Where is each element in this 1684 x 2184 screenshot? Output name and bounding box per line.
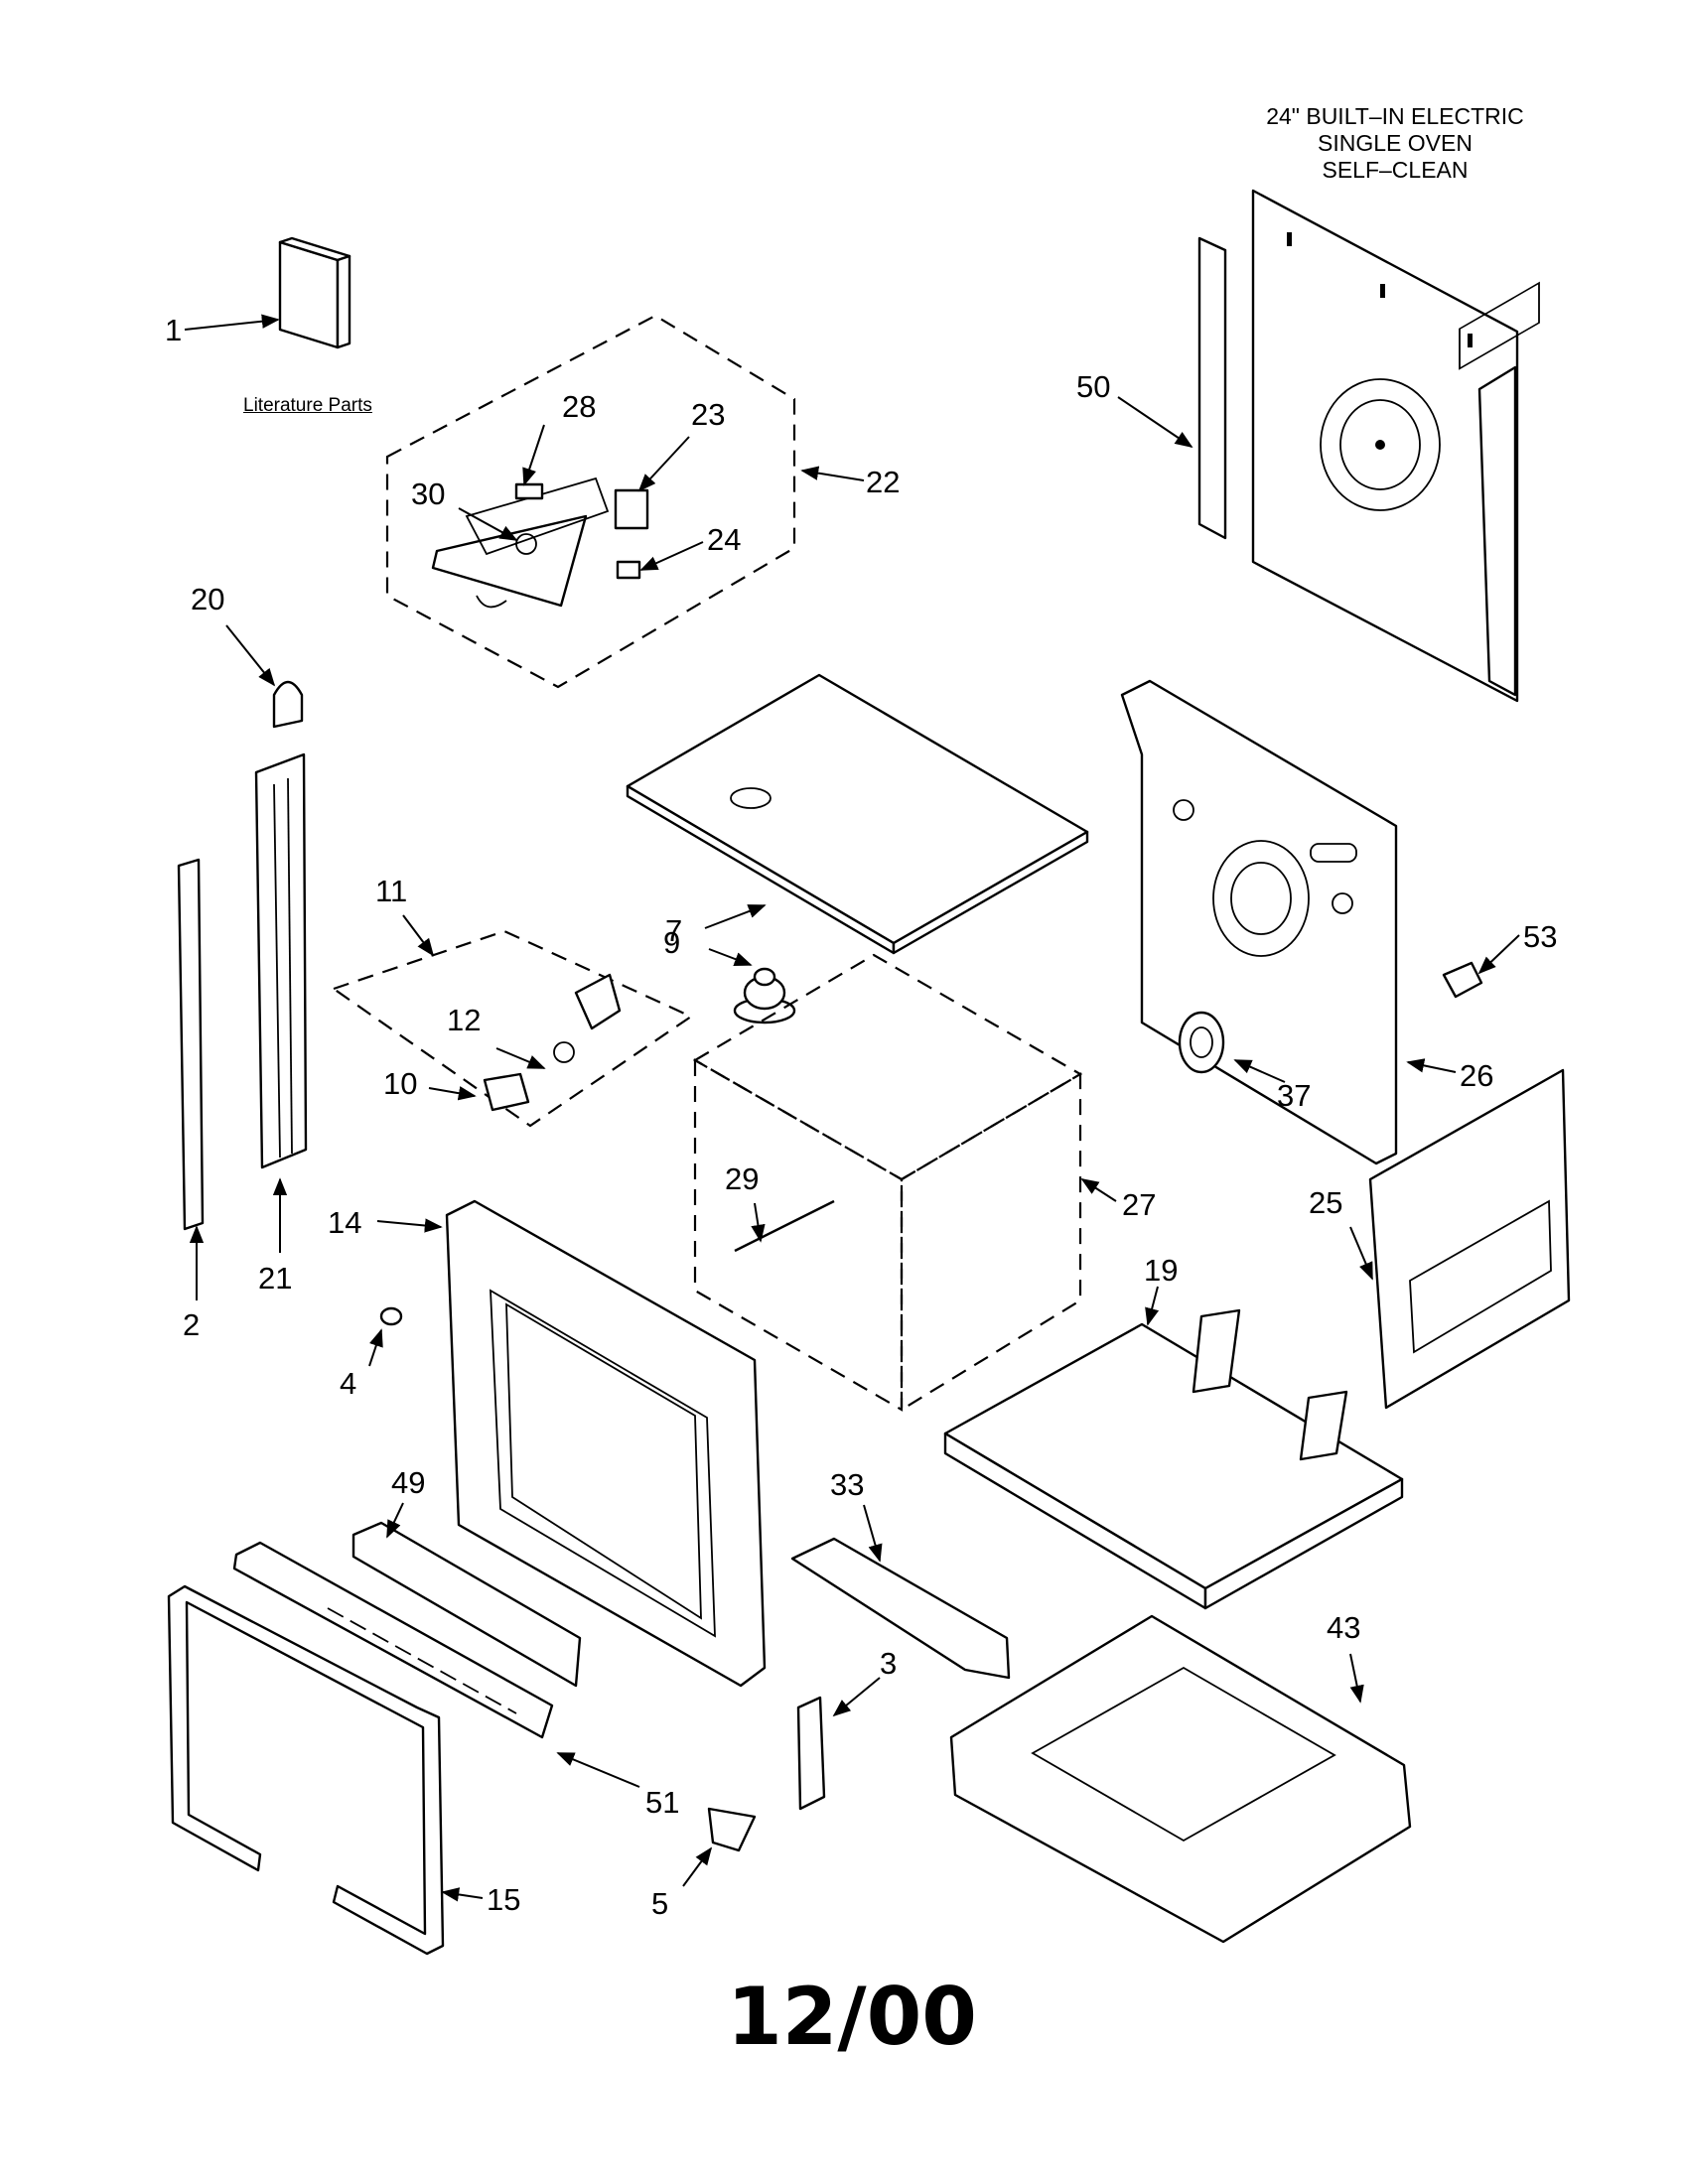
callout-49: 49 [391,1465,425,1500]
part-1-literature-booklet [278,236,351,349]
part-26-side-panel [1120,679,1398,1165]
part-5-bracket [707,1807,757,1852]
callout-22: 22 [866,465,900,499]
callout-7: 7 [665,913,682,948]
callout-23: 23 [691,397,725,432]
callout-37: 37 [1277,1078,1311,1113]
callout-21: 21 [258,1261,292,1296]
part-3-bracket [796,1696,826,1811]
part-50-rear-panel [1197,189,1519,703]
title-line-1: 24" BUILT–IN ELECTRIC [1266,103,1524,129]
part-37-gasket [1178,1011,1225,1074]
date-stamp: 12/00 [727,1971,977,2063]
callout-14: 14 [328,1205,361,1240]
part-22-control-bracket-group [385,314,796,689]
callout-9: 9 [663,925,680,960]
part-20-clip [272,680,304,729]
callout-25: 25 [1309,1185,1342,1220]
callout-15: 15 [487,1882,520,1917]
part-15-gasket [167,1584,445,1956]
callout-29: 29 [725,1161,759,1196]
part-43-bottom-tray [949,1614,1412,1944]
callout-20: 20 [191,582,224,616]
part-11-light-assembly-group [331,929,694,1128]
title-line-3: SELF–CLEAN [1322,157,1469,183]
callout-3: 3 [880,1646,897,1681]
callout-51: 51 [645,1785,679,1820]
callout-10: 10 [383,1066,417,1101]
part-25-side-panel [1368,281,1571,1410]
part-29-sensor [734,1199,835,1253]
part-4-screw [379,1306,403,1326]
callout-53: 53 [1523,919,1557,954]
title-line-2: SINGLE OVEN [1318,130,1473,156]
part-33-bracket [790,1537,1011,1680]
callout-2: 2 [183,1307,200,1342]
callout-1: 1 [165,313,182,347]
callout-28: 28 [562,389,596,424]
callout-11: 11 [375,874,407,908]
part-14-front-frame [445,1199,767,1688]
callout-43: 43 [1327,1610,1360,1645]
callout-50: 50 [1076,369,1110,404]
callout-33: 33 [830,1467,864,1502]
part-49-bracket [351,1521,582,1688]
callout-labels: 1 28 23 30 22 24 50 20 11 12 10 7 9 53 2… [165,313,1557,1921]
part-2-vertical-trim [177,858,205,1231]
part-7-top-panel [626,673,1089,955]
callout-4: 4 [340,1366,356,1401]
part-21-vertical-channel [254,752,308,1169]
part-9-blower [733,967,796,1024]
callout-24: 24 [707,522,741,557]
part-27-oven-liner [692,953,1083,1412]
part-19-bottom-panel [943,1308,1404,1610]
callout-27: 27 [1122,1187,1156,1222]
literature-parts-label: Literature Parts [243,395,372,416]
callout-12: 12 [447,1003,481,1037]
callout-leaders [184,314,1520,1902]
callout-19: 19 [1144,1253,1178,1288]
callout-30: 30 [411,477,445,511]
callout-5: 5 [651,1886,668,1921]
title-block: 24" BUILT–IN ELECTRIC SINGLE OVEN SELF–C… [1187,103,1604,184]
part-53-bracket [1442,961,1483,999]
callout-26: 26 [1460,1058,1493,1093]
part-51-vent-trim [232,1541,554,1739]
